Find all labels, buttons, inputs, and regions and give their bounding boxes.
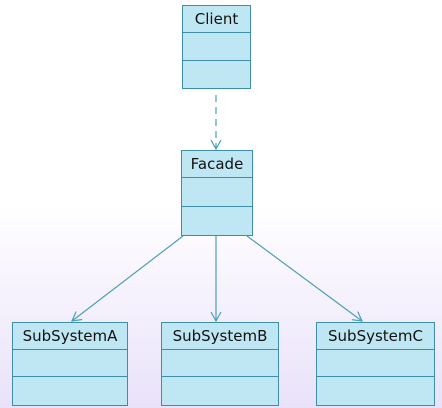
subsystem-c-class[interactable]: SubSystemC [316, 322, 435, 406]
subsystem-c-attributes-compartment [317, 350, 434, 377]
subsystem-b-class[interactable]: SubSystemB [161, 322, 279, 406]
subsystem-a-class[interactable]: SubSystemA [12, 322, 128, 406]
facade-attributes-compartment [182, 178, 252, 207]
subsystem-b-operations-compartment [162, 377, 278, 405]
facade-class-name: Facade [182, 151, 252, 178]
subsystem-c-class-name: SubSystemC [317, 323, 434, 350]
subsystem-c-operations-compartment [317, 377, 434, 405]
subsystem-b-attributes-compartment [162, 350, 278, 377]
association-arrow-facade-subsystem-a [71, 235, 184, 322]
client-class-name: Client [183, 6, 250, 33]
client-class[interactable]: Client [182, 5, 251, 89]
facade-operations-compartment [182, 207, 252, 235]
subsystem-b-class-name: SubSystemB [162, 323, 278, 350]
subsystem-a-attributes-compartment [13, 350, 127, 377]
subsystem-a-operations-compartment [13, 377, 127, 405]
client-attributes-compartment [183, 33, 250, 61]
facade-class[interactable]: Facade [181, 150, 253, 236]
client-operations-compartment [183, 61, 250, 88]
subsystem-a-class-name: SubSystemA [13, 323, 127, 350]
association-arrow-facade-subsystem-c [246, 235, 363, 322]
